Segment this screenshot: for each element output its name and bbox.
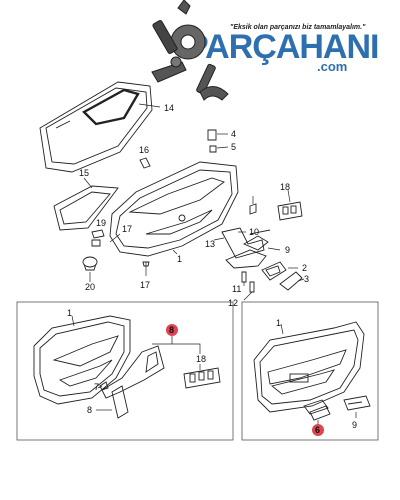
callout-7: 7 [94, 382, 99, 392]
part-handle-bracket [221, 227, 271, 269]
callout-18: 18 [280, 182, 290, 192]
part-door-panel-right [253, 321, 365, 413]
part-screw-12 [249, 281, 255, 293]
part-cap-20 [82, 256, 98, 271]
part-clip-10 [249, 203, 257, 215]
highlight-marker-6 [312, 424, 324, 436]
detail-box-right [241, 301, 379, 441]
part-door-panel-left [33, 315, 131, 405]
part-switch-panel-18 [183, 367, 221, 389]
highlight-marker-8 [166, 324, 178, 336]
callout-9b: 9 [352, 420, 357, 430]
part-pocket-15 [53, 185, 119, 231]
callout-16: 16 [139, 145, 149, 155]
part-handle-cover-3 [279, 271, 303, 291]
callout-1a: 1 [177, 254, 182, 264]
callout-17a: 17 [122, 224, 132, 234]
logo-tools-icon [151, 0, 229, 101]
part-window-frame [39, 81, 153, 173]
callout-13: 13 [205, 239, 215, 249]
part-clip-4 [207, 129, 217, 153]
callout-1c: 1 [276, 318, 281, 328]
part-armrest-bracket [101, 345, 165, 419]
callout-18b: 18 [196, 354, 206, 364]
callout-5: 5 [231, 142, 236, 152]
callout-17b: 17 [140, 280, 150, 290]
part-trim-piece-6 [303, 399, 331, 421]
part-screw-16 [139, 157, 151, 169]
callout-11: 11 [232, 284, 241, 294]
callout-8-highlighted: 8 [169, 325, 174, 335]
callout-9: 9 [285, 245, 290, 255]
callout-8b: 8 [87, 405, 92, 415]
callout-4: 4 [231, 129, 236, 139]
part-window-switch-18 [277, 201, 303, 221]
detail-box-left [16, 301, 234, 441]
brand-domain: .com [317, 59, 348, 74]
callout-10: 10 [249, 227, 259, 237]
brand-logo-text: PARÇAHANI [186, 28, 379, 66]
callout-3: 3 [304, 274, 309, 284]
callout-1b: 1 [67, 308, 72, 318]
part-inner-handle-2 [261, 261, 287, 281]
part-door-trim-panel [109, 161, 239, 257]
callout-14: 14 [164, 103, 174, 113]
part-screw-11 [241, 271, 247, 283]
callout-2: 2 [302, 263, 307, 273]
brand-tagline: "Eksik olan parçanızı biz tamamlayalım." [230, 24, 366, 31]
callout-19: 19 [96, 218, 106, 228]
part-trim-piece-9 [343, 395, 371, 411]
part-screw-19 [91, 229, 105, 247]
callout-6-highlighted: 6 [315, 425, 320, 435]
callout-15: 15 [79, 168, 89, 178]
callout-20: 20 [85, 282, 95, 292]
